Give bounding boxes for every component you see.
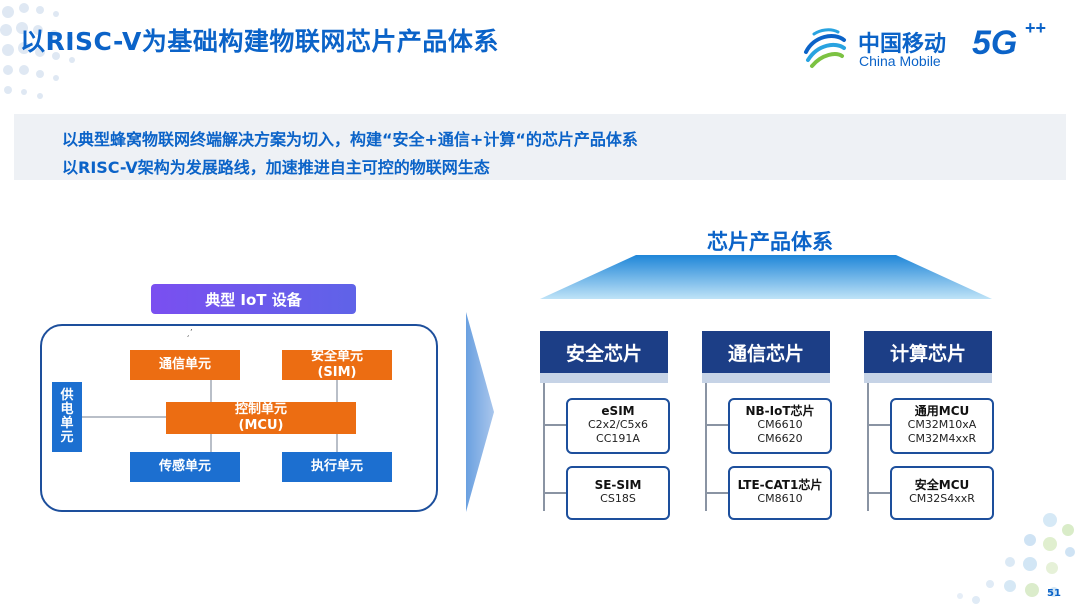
right-arrow-icon bbox=[466, 312, 494, 512]
chip-name: eSIM bbox=[601, 404, 635, 418]
chip-card-se-sim: SE-SIM CS18S bbox=[566, 466, 670, 520]
chip-model: CM32M4xxR bbox=[907, 432, 977, 445]
tree-branch bbox=[867, 492, 891, 494]
chip-name: LTE-CAT1芯片 bbox=[737, 478, 823, 492]
power-unit-char: 元 bbox=[60, 430, 74, 445]
security-unit-label: 安全单元 bbox=[310, 349, 363, 364]
chip-name: NB-IoT芯片 bbox=[745, 404, 815, 418]
decorative-dots-bottom-right bbox=[957, 513, 1075, 604]
tree-line bbox=[867, 383, 869, 511]
category-bar bbox=[702, 373, 830, 383]
system-roof bbox=[540, 255, 992, 299]
category-communication-chips: 通信芯片 bbox=[702, 331, 830, 373]
chip-model: C2x2/C5x6 bbox=[587, 418, 649, 431]
tree-branch bbox=[705, 492, 729, 494]
system-title: 芯片产品体系 bbox=[707, 230, 833, 254]
slide-title: 以RISC-V为基础构建物联网芯片产品体系 bbox=[20, 27, 499, 56]
decorative-dots-top-left bbox=[0, 3, 75, 99]
chip-card-esim: eSIM C2x2/C5x6 CC191A bbox=[566, 398, 670, 454]
chip-card-lte-cat1: LTE-CAT1芯片 CM8610 bbox=[728, 466, 832, 520]
power-unit: 供 电 单 元 bbox=[52, 382, 82, 452]
chip-model: CM6620 bbox=[757, 432, 803, 445]
tree-line bbox=[705, 383, 707, 511]
category-label: 计算芯片 bbox=[889, 342, 966, 365]
chip-model: CM8610 bbox=[757, 492, 803, 505]
power-unit-char: 供 bbox=[60, 388, 74, 403]
chip-model: CM32M10xA bbox=[907, 418, 977, 431]
5g-plus-mark: ++ bbox=[1025, 18, 1047, 38]
category-bar bbox=[864, 373, 992, 383]
category-label: 安全芯片 bbox=[565, 342, 642, 365]
chip-name: SE-SIM bbox=[594, 478, 642, 492]
control-unit: 控制单元 (MCU) bbox=[166, 402, 356, 434]
control-unit-label: 控制单元 bbox=[234, 402, 287, 417]
banner-line-1: 以典型蜂窝物联网终端解决方案为切入，构建“安全+通信+计算“的芯片产品体系 bbox=[62, 130, 638, 149]
power-unit-char: 电 bbox=[60, 402, 74, 417]
category-label: 通信芯片 bbox=[727, 342, 804, 365]
tree-branch bbox=[543, 424, 567, 426]
chip-card-general-mcu: 通用MCU CM32M10xA CM32M4xxR bbox=[890, 398, 994, 454]
tiny-mark: ¸’ bbox=[186, 328, 193, 337]
chip-model: CC191A bbox=[596, 432, 640, 445]
logo-english-name: China Mobile bbox=[859, 53, 941, 69]
power-unit-char: 单 bbox=[60, 416, 74, 431]
tree-branch bbox=[705, 424, 729, 426]
category-computing-chips: 计算芯片 bbox=[864, 331, 992, 373]
summary-banner bbox=[14, 114, 1066, 180]
tree-line bbox=[543, 383, 545, 511]
banner-line-2: 以RISC-V架构为发展路线，加速推进自主可控的物联网生态 bbox=[62, 158, 490, 177]
chip-model: CS18S bbox=[600, 492, 636, 505]
security-unit: 安全单元 (SIM) bbox=[282, 349, 392, 380]
comm-unit: 通信单元 bbox=[130, 350, 240, 380]
5g-badge: 5G bbox=[972, 24, 1018, 62]
chip-card-security-mcu: 安全MCU CM32S4xxR bbox=[890, 466, 994, 520]
china-mobile-logo-icon bbox=[804, 28, 846, 68]
chip-model: CM6610 bbox=[757, 418, 803, 431]
chip-model: CM32S4xxR bbox=[909, 492, 975, 505]
category-security-chips: 安全芯片 bbox=[540, 331, 668, 373]
device-frame bbox=[40, 324, 438, 512]
actuator-unit-label: 执行单元 bbox=[310, 459, 363, 474]
device-title: 典型 IoT 设备 bbox=[151, 284, 356, 314]
security-unit-sublabel: (SIM) bbox=[317, 365, 357, 380]
control-unit-sublabel: (MCU) bbox=[238, 418, 284, 433]
sensor-unit-label: 传感单元 bbox=[158, 459, 211, 474]
category-bar bbox=[540, 373, 668, 383]
tree-branch bbox=[867, 424, 891, 426]
connector-power bbox=[82, 416, 166, 418]
actuator-unit: 执行单元 bbox=[282, 452, 392, 482]
logo-chinese-name: 中国移动 bbox=[858, 32, 947, 57]
comm-unit-label: 通信单元 bbox=[158, 357, 211, 372]
page-number: 51 bbox=[1047, 588, 1061, 599]
chip-name: 通用MCU bbox=[914, 404, 970, 418]
tree-branch bbox=[543, 492, 567, 494]
sensor-unit: 传感单元 bbox=[130, 452, 240, 482]
chip-name: 安全MCU bbox=[914, 478, 970, 492]
chip-card-nb-iot: NB-IoT芯片 CM6610 CM6620 bbox=[728, 398, 832, 454]
